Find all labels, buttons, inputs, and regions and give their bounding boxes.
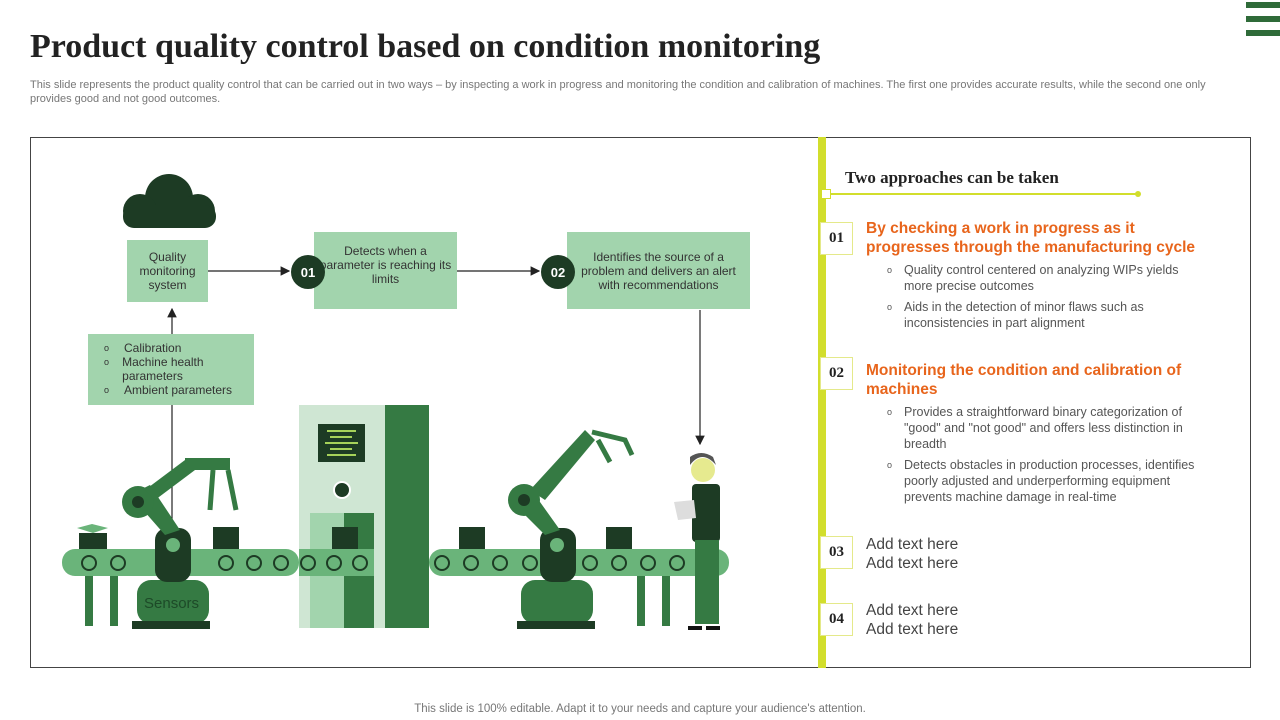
- placeholder-line: Add text here: [866, 602, 959, 619]
- sensors-label: Sensors: [144, 595, 200, 612]
- page-title: Product quality control based on conditi…: [30, 28, 821, 65]
- bullet-text: Aids in the detection of minor flaws suc…: [904, 300, 1144, 330]
- approaches-heading: Two approaches can be taken: [845, 168, 1059, 187]
- step1-badge: 01: [291, 255, 325, 289]
- page-subtitle: This slide represents the product qualit…: [30, 79, 1206, 105]
- approach-number: 02: [820, 357, 853, 390]
- approach-number: 04: [820, 603, 853, 636]
- underline-dot: [1135, 191, 1141, 197]
- step2-box: Identifies the source of a problem and d…: [567, 232, 750, 309]
- approach-title: Monitoring the condition and calibration…: [866, 362, 1182, 398]
- engineer-figure: [674, 453, 720, 630]
- robotic-arm: [508, 429, 635, 629]
- cloud-icon: [123, 174, 216, 228]
- step2-badge: 02: [541, 255, 575, 289]
- robotic-arm: [122, 458, 239, 629]
- package-icon: [79, 527, 632, 549]
- placeholder-line: Add text here: [866, 555, 959, 572]
- step1-box: Detects when a parameter is reaching its…: [314, 232, 457, 309]
- approach-number: 01: [820, 222, 853, 255]
- accent-bar: [818, 137, 826, 668]
- bullet-text: Quality control centered on analyzing WI…: [904, 263, 1179, 293]
- content-frame: [30, 137, 1251, 668]
- approach-title: By checking a work in progress as it pro…: [866, 220, 1196, 256]
- menu-icon[interactable]: [1246, 2, 1280, 44]
- quality-monitoring-system-box: Quality monitoring system: [127, 240, 208, 302]
- footer-note: This slide is 100% editable. Adapt it to…: [414, 703, 866, 715]
- heading-underline: [826, 193, 1138, 195]
- placeholder-line: Add text here: [866, 536, 959, 553]
- underline-marker: [821, 189, 831, 199]
- placeholder-line: Add text here: [866, 621, 959, 638]
- bullet-text: Provides a straightforward binary catego…: [904, 405, 1183, 451]
- conveyor-belt: [62, 549, 729, 626]
- approach-number: 03: [820, 536, 853, 569]
- bullet-text: Detects obstacles in production processe…: [904, 458, 1195, 504]
